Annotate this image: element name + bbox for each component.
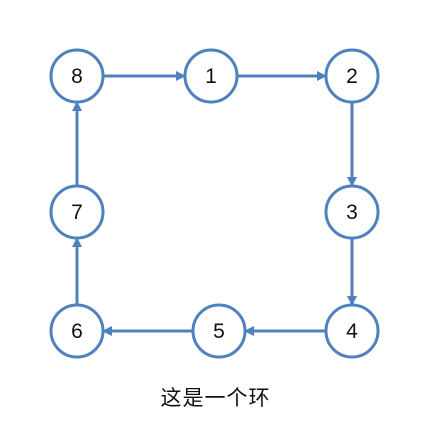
ring-graph: 1 2 3 4 5 6 7 8: [49, 48, 380, 359]
node-label: 3: [346, 201, 358, 224]
node-circle: [324, 48, 380, 104]
node-circle: [49, 184, 105, 240]
node-label: 1: [205, 65, 217, 88]
node-6: 6: [49, 303, 105, 359]
node-circle: [183, 48, 239, 104]
node-circle: [324, 184, 380, 240]
node-label: 5: [213, 320, 225, 343]
node-circle: [191, 303, 247, 359]
node-label: 2: [346, 65, 358, 88]
node-label: 8: [71, 65, 83, 88]
node-circle: [324, 303, 380, 359]
node-label: 7: [71, 201, 83, 224]
node-3: 3: [324, 184, 380, 240]
node-circle: [49, 303, 105, 359]
node-circle: [49, 48, 105, 104]
node-label: 4: [346, 320, 358, 343]
node-8: 8: [49, 48, 105, 104]
node-7: 7: [49, 184, 105, 240]
node-label: 6: [71, 320, 83, 343]
nodes-layer: 1 2 3 4 5 6 7 8: [49, 48, 380, 359]
node-4: 4: [324, 303, 380, 359]
node-2: 2: [324, 48, 380, 104]
diagram-caption: 这是一个环: [160, 386, 271, 410]
node-1: 1: [183, 48, 239, 104]
node-5: 5: [191, 303, 247, 359]
edges-layer: [72, 71, 357, 336]
